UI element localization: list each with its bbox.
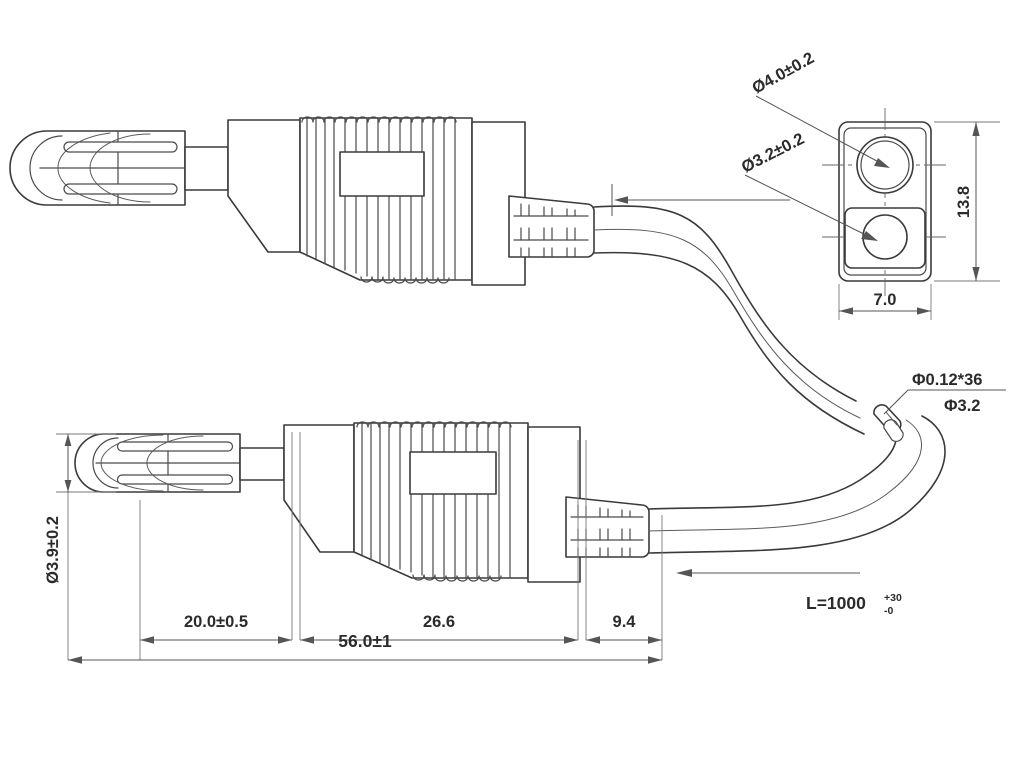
dimension-extension-lines <box>67 432 663 660</box>
cable-length-tol-lower: -0 <box>884 605 893 617</box>
cable-length-label: L=1000 +30 -0 <box>806 592 902 617</box>
overall-length-dimension <box>68 656 662 664</box>
top-cable <box>593 205 865 435</box>
overall-length-label: 56.0±1 <box>338 631 392 651</box>
relief-length-label: 9.4 <box>613 613 637 631</box>
hole-small <box>844 207 926 269</box>
end-view-height-dimension <box>934 121 1000 282</box>
hole-large-label: Ø4.0±0.2 <box>749 49 817 98</box>
cable-strands-label: Φ0.12*36 <box>912 371 982 389</box>
bottom-plug-collar <box>283 424 355 553</box>
top-plug-ribbed-body <box>299 116 473 284</box>
top-cable-exit-dimension <box>611 184 790 216</box>
tip-length-dimension <box>140 636 292 644</box>
cable-length-base: L=1000 <box>806 593 866 613</box>
top-plug-tip <box>9 130 186 206</box>
bottom-plug-ribbed-body <box>353 421 529 582</box>
body-length-dimension <box>300 636 578 644</box>
bottom-plug-shank <box>239 447 285 481</box>
end-view <box>744 95 1000 320</box>
cable-outer-diameter-label: Φ3.2 <box>944 397 980 415</box>
top-plug-shank <box>184 146 229 191</box>
bottom-cable-exit-dimension <box>676 569 860 577</box>
end-view-width-label: 7.0 <box>874 291 897 309</box>
tip-diameter-dimension <box>56 433 116 493</box>
hole-small-label: Ø3.2±0.2 <box>739 130 808 177</box>
cable-cut-end <box>873 404 904 442</box>
hole-small-leader <box>744 174 878 241</box>
relief-length-dimension <box>586 636 662 644</box>
hole-large-leader <box>755 95 890 168</box>
top-strain-relief <box>508 195 595 258</box>
cable-spec-leader <box>883 389 1006 415</box>
end-view-height-label: 13.8 <box>955 186 973 218</box>
top-plug-collar <box>227 119 301 253</box>
cable-length-tol-upper: +30 <box>884 592 902 604</box>
top-assembly-view <box>9 116 865 435</box>
tip-length-label: 20.0±0.5 <box>184 613 248 631</box>
bottom-plug-tip <box>74 433 241 493</box>
body-length-label: 26.6 <box>423 613 455 631</box>
tip-diameter-label: Ø3.9±0.2 <box>44 516 62 584</box>
bottom-assembly-view <box>56 389 1006 664</box>
end-view-width-dimension <box>838 284 932 320</box>
